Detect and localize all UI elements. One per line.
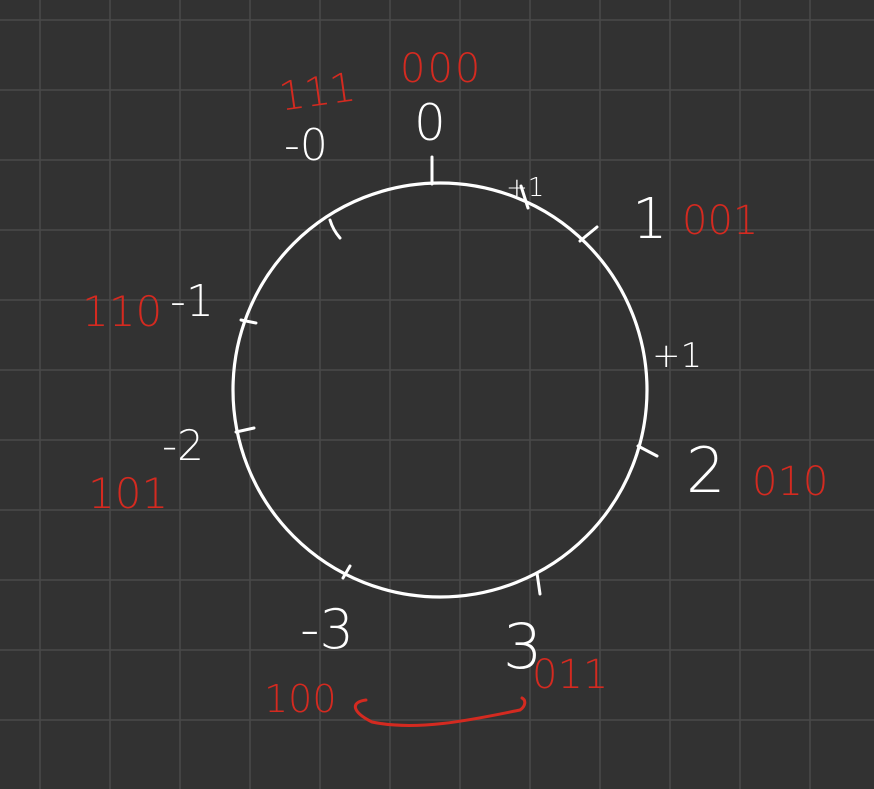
tick-plus-one-top <box>519 184 530 210</box>
code-minus-zero: 111 <box>276 64 358 120</box>
number-circle <box>231 181 649 599</box>
label-minus-two: -2 <box>162 421 204 470</box>
tick-one <box>578 225 599 243</box>
code-two: 010 <box>752 459 828 505</box>
tick-minus-zero <box>328 218 342 240</box>
code-minus-two: 101 <box>88 469 168 518</box>
label-minus-three: -3 <box>300 598 354 661</box>
binary-codes: 000 111 001 010 011 100 101 110 <box>82 46 828 721</box>
tick-marks <box>234 155 659 596</box>
label-one: 1 <box>632 187 668 252</box>
code-three: 011 <box>532 652 608 698</box>
label-plus-one-top: +1 <box>506 173 544 203</box>
label-two: 2 <box>686 434 725 507</box>
label-three: 3 <box>503 610 542 683</box>
code-minus-three: 100 <box>264 677 337 721</box>
label-plus-one-right: +1 <box>652 336 702 376</box>
label-zero: 0 <box>414 94 446 152</box>
tick-three <box>535 571 542 596</box>
wraparound-bracket <box>354 696 527 727</box>
code-one: 001 <box>682 198 758 244</box>
code-minus-one: 110 <box>82 287 162 336</box>
tick-minus-three <box>341 564 352 580</box>
label-minus-zero: -0 <box>284 120 328 171</box>
code-zero: 000 <box>400 46 482 92</box>
value-labels: 0 -0 +1 1 +1 2 3 -3 -2 -1 <box>162 94 725 683</box>
tick-two <box>636 444 659 458</box>
tick-minus-one <box>239 318 258 325</box>
label-minus-one: -1 <box>170 276 214 327</box>
tick-minus-two <box>234 426 256 434</box>
